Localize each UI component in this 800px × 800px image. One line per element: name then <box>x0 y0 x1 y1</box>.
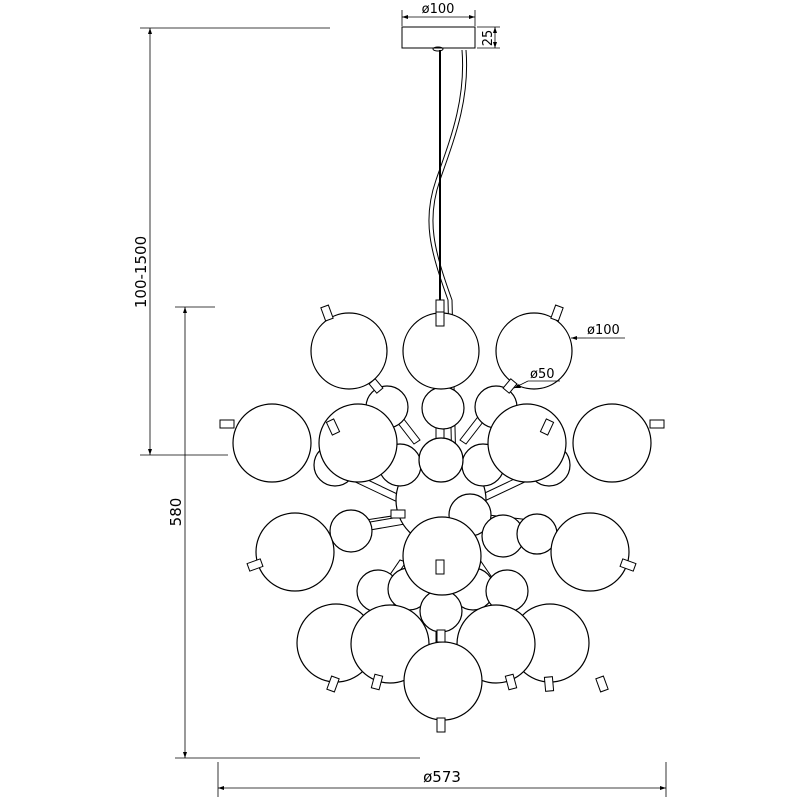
canopy-height-dimension <box>477 26 500 49</box>
chandelier-body <box>219 299 665 733</box>
large-shade-callout <box>571 336 625 340</box>
body-height-label: 580 <box>167 498 185 527</box>
large-spheres <box>232 312 652 721</box>
small-shade-diameter-label: ø50 <box>530 367 555 382</box>
small-shade-callout <box>513 380 560 389</box>
suspension-length-dimension <box>140 28 228 456</box>
canopy-height-label: 25 <box>481 30 496 47</box>
canopy-diameter-dimension <box>401 10 476 26</box>
body-height-dimension <box>175 306 420 759</box>
canopy-diameter-label: ø100 <box>422 2 455 17</box>
suspension-rod-and-cable <box>428 49 468 471</box>
socket-pins <box>219 304 665 733</box>
ceiling-canopy <box>401 26 476 52</box>
suspension-length-label: 100-1500 <box>132 236 150 308</box>
body-diameter-label: ø573 <box>423 768 461 786</box>
large-shade-diameter-label: ø100 <box>587 323 620 338</box>
body-diameter-dimension <box>217 762 667 797</box>
